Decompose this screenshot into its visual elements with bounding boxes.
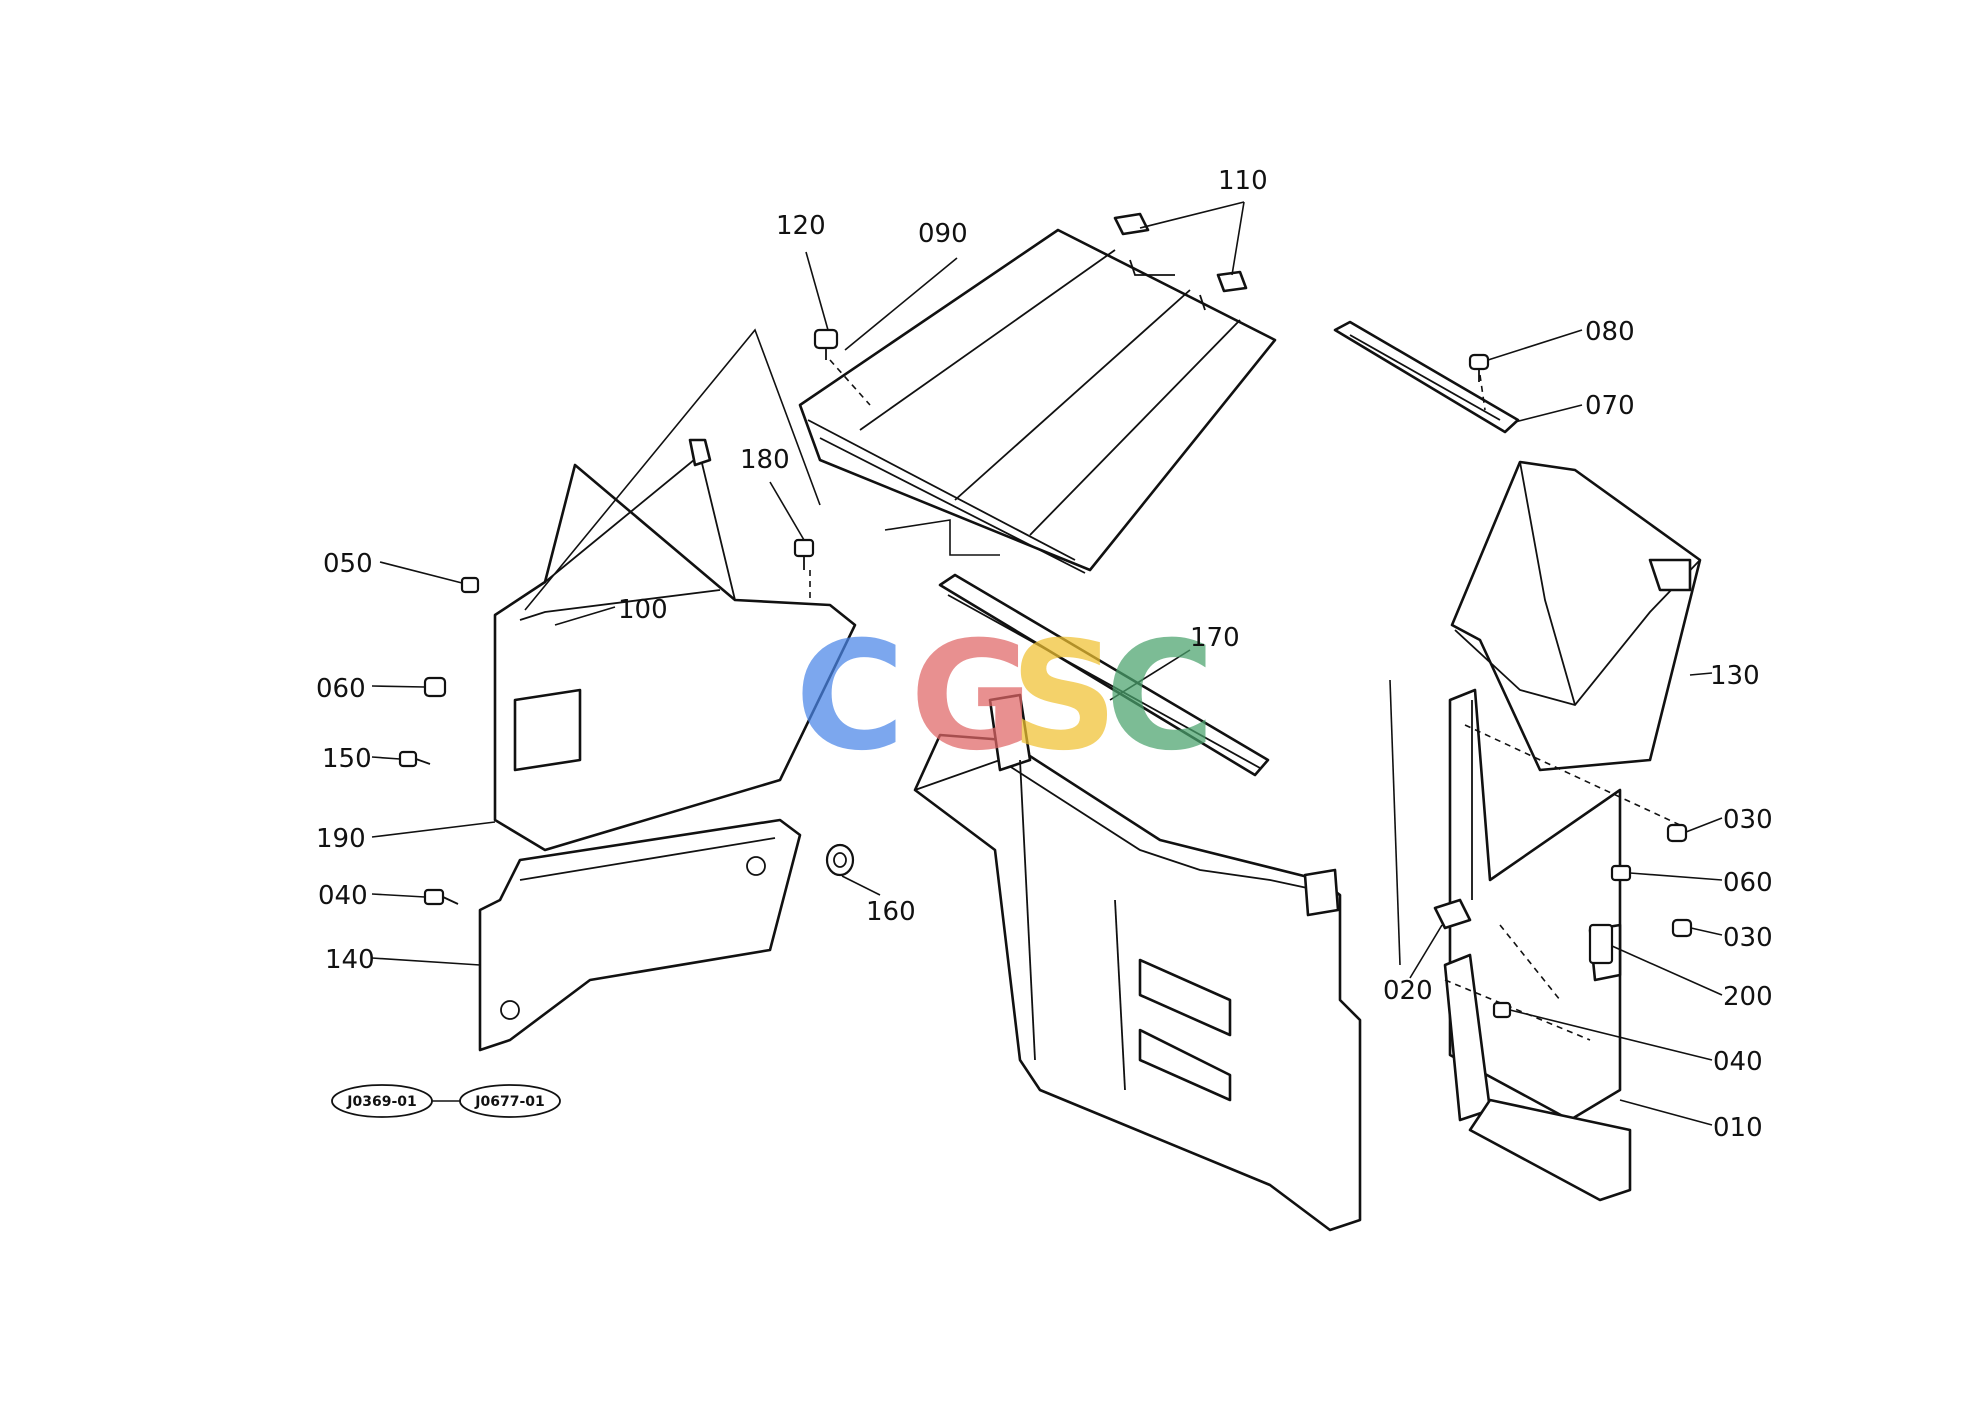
right-side-panel xyxy=(1450,460,1702,772)
label-200: 200 xyxy=(1723,982,1773,1012)
label-010: 010 xyxy=(1713,1113,1763,1143)
reference-oval-2 xyxy=(459,1084,561,1118)
label-060-right: 060 xyxy=(1723,868,1773,898)
watermark-letter-2: G xyxy=(910,610,1033,784)
reference-code-2: J0677-01 xyxy=(474,1094,544,1110)
clip-020 xyxy=(1433,898,1472,930)
bolt-030-upper xyxy=(1666,823,1688,843)
watermark-letter-3: S xyxy=(1010,610,1118,784)
label-030-lower: 030 xyxy=(1723,923,1773,953)
label-130: 130 xyxy=(1710,661,1760,691)
label-050: 050 xyxy=(323,549,373,579)
label-070: 070 xyxy=(1585,391,1635,421)
bolt-180 xyxy=(793,538,815,570)
label-180: 180 xyxy=(740,445,790,475)
part-labels: 110 120 090 080 070 180 050 100 170 130 … xyxy=(316,166,1773,1143)
leader-lines xyxy=(371,201,1723,1126)
bolt-060-right xyxy=(1610,864,1632,882)
grommet-160 xyxy=(825,843,855,877)
right-stay-bar xyxy=(1333,320,1520,434)
center-rear-frame xyxy=(913,693,1362,1232)
left-lower-panel xyxy=(478,818,802,1052)
reference-codes: J0369-01 J0677-01 xyxy=(331,1084,561,1118)
watermark-letter-1: C xyxy=(795,610,905,784)
label-020: 020 xyxy=(1383,976,1433,1006)
label-100: 100 xyxy=(618,595,668,625)
label-030-upper: 030 xyxy=(1723,805,1773,835)
bolt-120 xyxy=(813,328,839,360)
watermark-letter-4: C xyxy=(1105,610,1215,784)
center-crossbar xyxy=(938,573,1270,777)
reference-code-1: J0369-01 xyxy=(346,1094,416,1110)
bolt-060-left xyxy=(423,676,447,698)
watermark: C G S C xyxy=(795,610,1215,784)
label-190: 190 xyxy=(316,824,366,854)
label-090: 090 xyxy=(918,219,968,249)
left-upper-panel xyxy=(493,438,857,852)
label-140: 140 xyxy=(325,945,375,975)
bolt-040-right xyxy=(1492,1001,1512,1019)
bolt-050 xyxy=(460,576,480,594)
label-040-left: 040 xyxy=(318,881,368,911)
top-cover-part xyxy=(798,228,1277,574)
label-110: 110 xyxy=(1218,166,1268,196)
bolt-080 xyxy=(1468,353,1490,382)
bolt-150 xyxy=(398,750,431,768)
pad-200 xyxy=(1588,923,1614,965)
label-060-left: 060 xyxy=(316,674,366,704)
bolt-030-lower xyxy=(1671,918,1693,938)
bolt-040-left xyxy=(423,888,459,906)
label-120: 120 xyxy=(776,211,826,241)
label-150: 150 xyxy=(322,744,372,774)
clip-110a xyxy=(1113,212,1150,236)
label-160: 160 xyxy=(866,897,916,927)
label-040-right: 040 xyxy=(1713,1047,1763,1077)
label-080: 080 xyxy=(1585,317,1635,347)
label-170: 170 xyxy=(1190,623,1240,653)
assembly-lines xyxy=(524,328,1681,966)
